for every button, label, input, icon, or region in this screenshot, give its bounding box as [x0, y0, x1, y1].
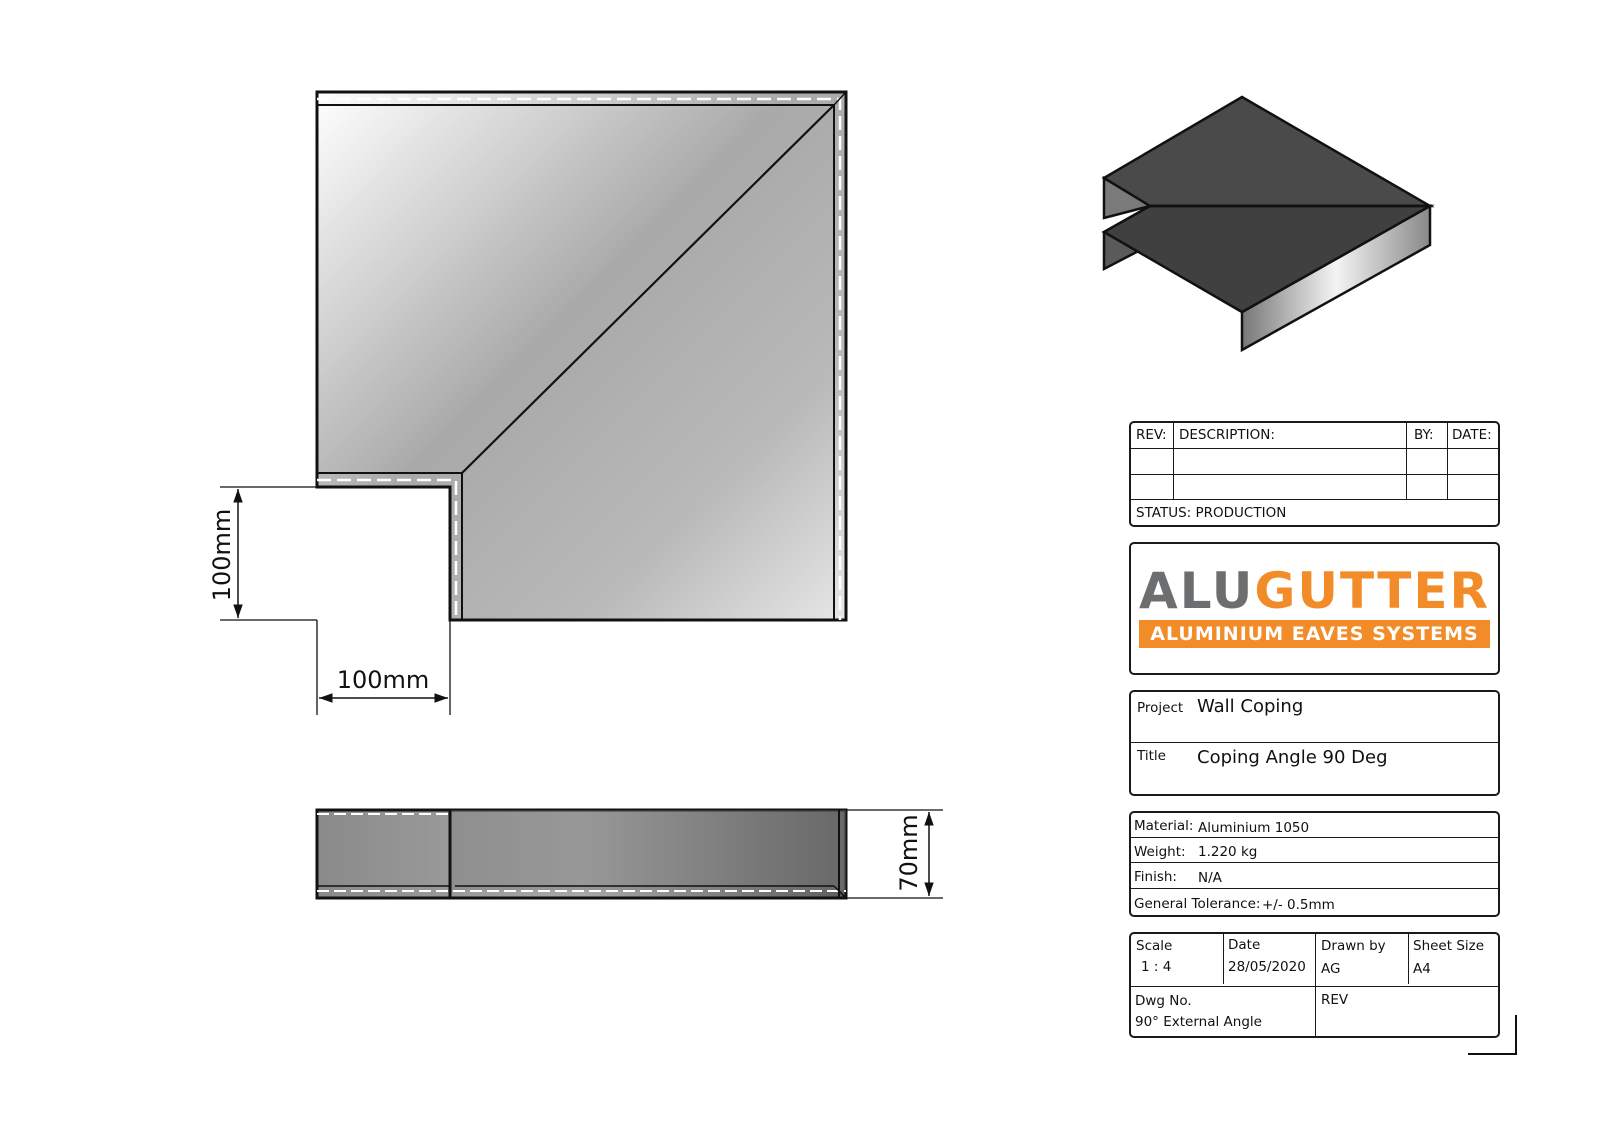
- scale-label: Scale: [1136, 938, 1173, 954]
- isometric-view: [1101, 95, 1435, 353]
- weight-value: 1.220 kg: [1198, 844, 1258, 860]
- company-logo: ALUGUTTER: [1139, 566, 1490, 616]
- status-text: STATUS: PRODUCTION: [1136, 505, 1287, 521]
- sheet-size-label: Sheet Size: [1413, 938, 1485, 954]
- title-label: Title: [1137, 748, 1166, 764]
- logo-alu-text: ALU: [1139, 562, 1255, 620]
- drawing-info-box: Scale 1 : 4 Date 28/05/2020 Drawn by AG …: [1129, 932, 1500, 1038]
- drawn-by-value: AG: [1321, 961, 1341, 977]
- logo-tagline: ALUMINIUM EAVES SYSTEMS: [1139, 620, 1490, 648]
- title-value: Coping Angle 90 Deg: [1197, 747, 1388, 768]
- date-header: DATE:: [1452, 427, 1492, 443]
- dwg-no-label: Dwg No.: [1135, 993, 1192, 1009]
- project-box: Project Wall Coping Title Coping Angle 9…: [1129, 690, 1500, 796]
- drawn-by-label: Drawn by: [1321, 938, 1386, 954]
- dimension-vertical: [220, 486, 317, 621]
- tolerance-label: General Tolerance:: [1134, 896, 1261, 912]
- dimension-elevation-height: [846, 809, 943, 899]
- sheet-corner-mark: [1468, 1015, 1517, 1055]
- rev-header: REV:: [1136, 427, 1167, 443]
- dimension-label-vertical: 100mm: [208, 508, 236, 602]
- finish-label: Finish:: [1134, 869, 1177, 885]
- plan-view: [315, 90, 848, 622]
- material-value: Aluminium 1050: [1198, 820, 1310, 836]
- project-value: Wall Coping: [1197, 696, 1304, 717]
- finish-value: N/A: [1198, 870, 1222, 886]
- by-header: BY:: [1414, 427, 1434, 443]
- date-value: 28/05/2020: [1228, 959, 1306, 975]
- dimension-label-elevation: 70mm: [895, 814, 923, 892]
- tolerance-value: +/- 0.5mm: [1262, 897, 1335, 913]
- logo-box: ALUGUTTER ALUMINIUM EAVES SYSTEMS: [1129, 542, 1500, 675]
- rev-label: REV: [1321, 992, 1349, 1008]
- weight-label: Weight:: [1134, 844, 1186, 860]
- revision-table: REV: DESCRIPTION: BY: DATE: STATUS: PROD…: [1129, 421, 1500, 527]
- description-header: DESCRIPTION:: [1179, 427, 1275, 443]
- date-label: Date: [1228, 937, 1261, 953]
- dimension-horizontal: [316, 620, 451, 715]
- sheet-size-value: A4: [1413, 961, 1431, 977]
- project-label: Project: [1137, 700, 1184, 716]
- specs-box: Material: Aluminium 1050 Weight: 1.220 k…: [1129, 811, 1500, 917]
- dimension-label-horizontal: 100mm: [336, 666, 430, 694]
- elevation-view: [315, 808, 848, 900]
- material-label: Material:: [1134, 818, 1194, 834]
- dwg-no-value: 90° External Angle: [1135, 1014, 1262, 1030]
- logo-gutter-text: GUTTER: [1254, 562, 1491, 620]
- scale-value: 1 : 4: [1141, 959, 1172, 975]
